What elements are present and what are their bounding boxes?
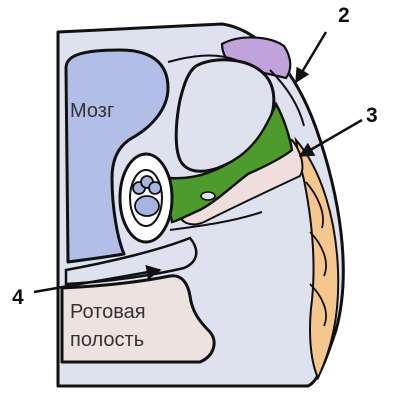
oral-label-line2: полость: [70, 329, 144, 351]
eye-core: [135, 196, 159, 216]
eye-lobe-right: [149, 182, 161, 194]
oral-label-line1: Ротовая: [70, 301, 146, 323]
callout-number-3: 3: [366, 104, 378, 127]
brain-label: Мозг: [70, 100, 114, 122]
callout-arrow-2: [296, 32, 326, 82]
callout-number-2: 2: [338, 4, 350, 27]
green-structure-hole: [201, 192, 215, 200]
callout-number-4: 4: [12, 286, 24, 309]
